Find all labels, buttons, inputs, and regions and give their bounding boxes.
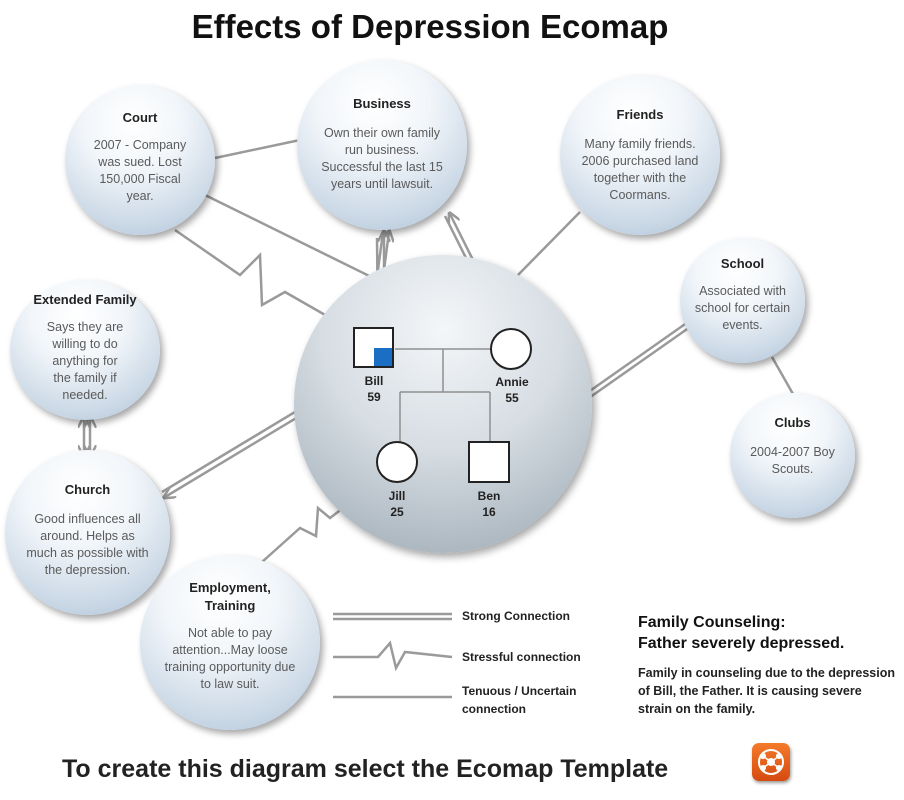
person-bill-age: 59 [367,390,381,404]
node-court-title: Court [122,110,158,125]
legend-stressful-line [333,640,453,672]
edge-school-clubs [770,356,795,395]
edge-court-bill [174,228,361,337]
legend-strong-line [333,612,452,621]
node-church-text: Good influences all around. Helps as muc… [26,512,149,577]
note-heading-1: Family Counseling: [638,614,786,631]
person-bill[interactable] [353,327,394,368]
node-church-title: Church [64,482,111,497]
node-business[interactable]: Business Own their own family run busine… [297,60,467,230]
person-jill[interactable] [376,441,418,483]
person-ben-label: Ben 16 [459,488,519,520]
person-ben-name: Ben [477,489,501,503]
node-clubs-title: Clubs [774,415,811,430]
node-school-title: School [720,256,765,271]
node-friends[interactable]: Friends Many family friends. 2006 purcha… [560,75,720,235]
person-annie-label: Annie 55 [482,374,542,406]
node-clubs-text: 2004-2007 Boy Scouts. [750,445,835,476]
node-clubs[interactable]: Clubs 2004-2007 Boy Scouts. [730,393,855,518]
node-court[interactable]: Court 2007 - Company was sued. Lost 150,… [65,85,215,235]
family-circle [294,255,592,553]
person-annie-age: 55 [505,391,519,405]
person-jill-name: Jill [388,489,406,503]
node-employment-title: Employment, Training [189,580,271,613]
legend-stressful-label: Stressful connection [462,650,581,664]
footer-instruction: To create this diagram select the Ecomap… [62,755,669,783]
diagram-title: Effects of Depression Ecomap [191,8,669,45]
node-school[interactable]: School Associated with school for certai… [680,238,805,363]
node-friends-title: Friends [616,107,664,122]
person-annie[interactable] [490,328,532,370]
counseling-note: Family Counseling: Father severely depre… [638,612,898,718]
person-ben[interactable] [468,441,510,483]
node-church[interactable]: Church Good influences all around. Helps… [5,450,170,615]
edge-court-business [214,138,301,160]
node-friends-text: Many family friends. 2006 purchased land… [581,137,699,202]
node-employment-text: Not able to pay attention...May loose tr… [164,626,296,691]
node-business-title: Business [353,96,411,111]
depression-marker [374,348,392,366]
node-extended-family[interactable]: Extended Family Says they are willing to… [10,280,160,420]
person-annie-name: Annie [495,375,529,389]
person-jill-age: 25 [390,505,404,519]
person-bill-label: Bill 59 [344,373,404,405]
node-extended-family-text: Says they are willing to do anything for… [46,320,124,402]
ecomap-template-icon[interactable] [752,743,790,781]
person-jill-label: Jill 25 [367,488,427,520]
note-body: Family in counseling due to the depressi… [638,666,895,716]
node-employment[interactable]: Employment, Training Not able to pay att… [140,555,320,730]
note-heading-2: Father severely depressed. [638,635,845,652]
node-extended-family-title: Extended Family [33,292,137,307]
node-business-text: Own their own family run business. Succe… [321,126,443,191]
node-court-text: 2007 - Company was sued. Lost 150,000 Fi… [93,138,187,203]
node-school-text: Associated with school for certain event… [694,284,791,332]
legend-tenuous-label: Tenuous / Uncertain connection [462,684,577,716]
person-ben-age: 16 [482,505,496,519]
edge-friends-family [517,211,581,276]
edge-extended-church [84,418,90,455]
ecomap-template-glyph [758,749,784,775]
legend-strong-label: Strong Connection [462,609,570,623]
person-bill-name: Bill [364,374,384,388]
